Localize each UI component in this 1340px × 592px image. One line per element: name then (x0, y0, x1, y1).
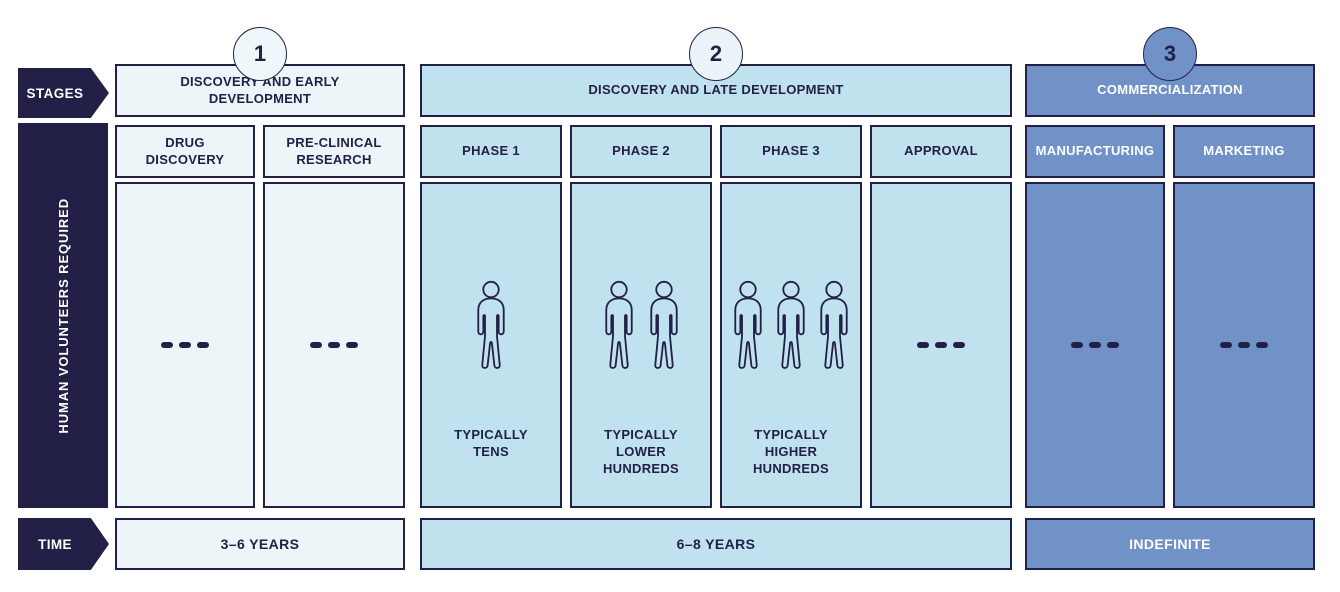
column-header-approval: APPROVAL (870, 125, 1012, 178)
column-header-phase-3: PHASE 3 (720, 125, 862, 178)
column-header-preclinical-research: PRE-CLINICAL RESEARCH (263, 125, 405, 178)
cell-phase-3: TYPICALLY HIGHER HUNDREDS (720, 182, 862, 508)
cell-drug-discovery (115, 182, 255, 508)
cell-phase-1: TYPICALLY TENS (420, 182, 562, 508)
person-icon (644, 279, 684, 381)
three-people-icon (728, 279, 854, 381)
stage-3-number-badge: 3 (1143, 27, 1197, 81)
person-icon (471, 279, 511, 381)
phase-2-volunteers-note: TYPICALLY LOWER HUNDREDS (602, 427, 680, 476)
stage-3-time: INDEFINITE (1025, 518, 1315, 570)
stage-1-group: 1 DISCOVERY AND EARLY DEVELOPMENT DRUG D… (115, 0, 405, 592)
ellipsis-dashes-icon (158, 342, 212, 348)
cell-marketing (1173, 182, 1315, 508)
cell-manufacturing (1025, 182, 1165, 508)
person-icon (599, 279, 639, 381)
stage-3-group: 3 COMMERCIALIZATION MANUFACTURING MARKET… (1025, 0, 1315, 592)
column-header-manufacturing: MANUFACTURING (1025, 125, 1165, 178)
column-header-phase-2: PHASE 2 (570, 125, 712, 178)
cell-preclinical-research (263, 182, 405, 508)
ellipsis-dashes-icon (1217, 342, 1271, 348)
volunteers-row-label-text: HUMAN VOLUNTEERS REQUIRED (55, 197, 71, 434)
cell-phase-2: TYPICALLY LOWER HUNDREDS (570, 182, 712, 508)
ellipsis-dashes-icon (1068, 342, 1122, 348)
one-person-icon (471, 279, 511, 381)
cell-approval (870, 182, 1012, 508)
ellipsis-dashes-icon (307, 342, 361, 348)
stage-2-number-badge: 2 (689, 27, 743, 81)
stage-2-time: 6–8 YEARS (420, 518, 1012, 570)
two-people-icon (599, 279, 684, 381)
ellipsis-dashes-icon (914, 342, 968, 348)
stage-2-group: 2 DISCOVERY AND LATE DEVELOPMENT PHASE 1… (420, 0, 1012, 592)
person-icon (728, 279, 768, 381)
phase-3-volunteers-note: TYPICALLY HIGHER HUNDREDS (752, 427, 830, 476)
stages-row-label-text: STAGES (26, 85, 84, 101)
column-header-drug-discovery: DRUG DISCOVERY (115, 125, 255, 178)
person-icon (771, 279, 811, 381)
volunteers-row-label: HUMAN VOLUNTEERS REQUIRED (18, 123, 108, 508)
column-header-marketing: MARKETING (1173, 125, 1315, 178)
phase-1-volunteers-note: TYPICALLY TENS (454, 427, 528, 459)
stage-1-number-badge: 1 (233, 27, 287, 81)
time-row-label-text: TIME (38, 536, 72, 552)
time-row-label: TIME (18, 518, 109, 570)
stage-1-time: 3–6 YEARS (115, 518, 405, 570)
stages-row-label: STAGES (18, 68, 109, 118)
person-icon (814, 279, 854, 381)
column-header-phase-1: PHASE 1 (420, 125, 562, 178)
